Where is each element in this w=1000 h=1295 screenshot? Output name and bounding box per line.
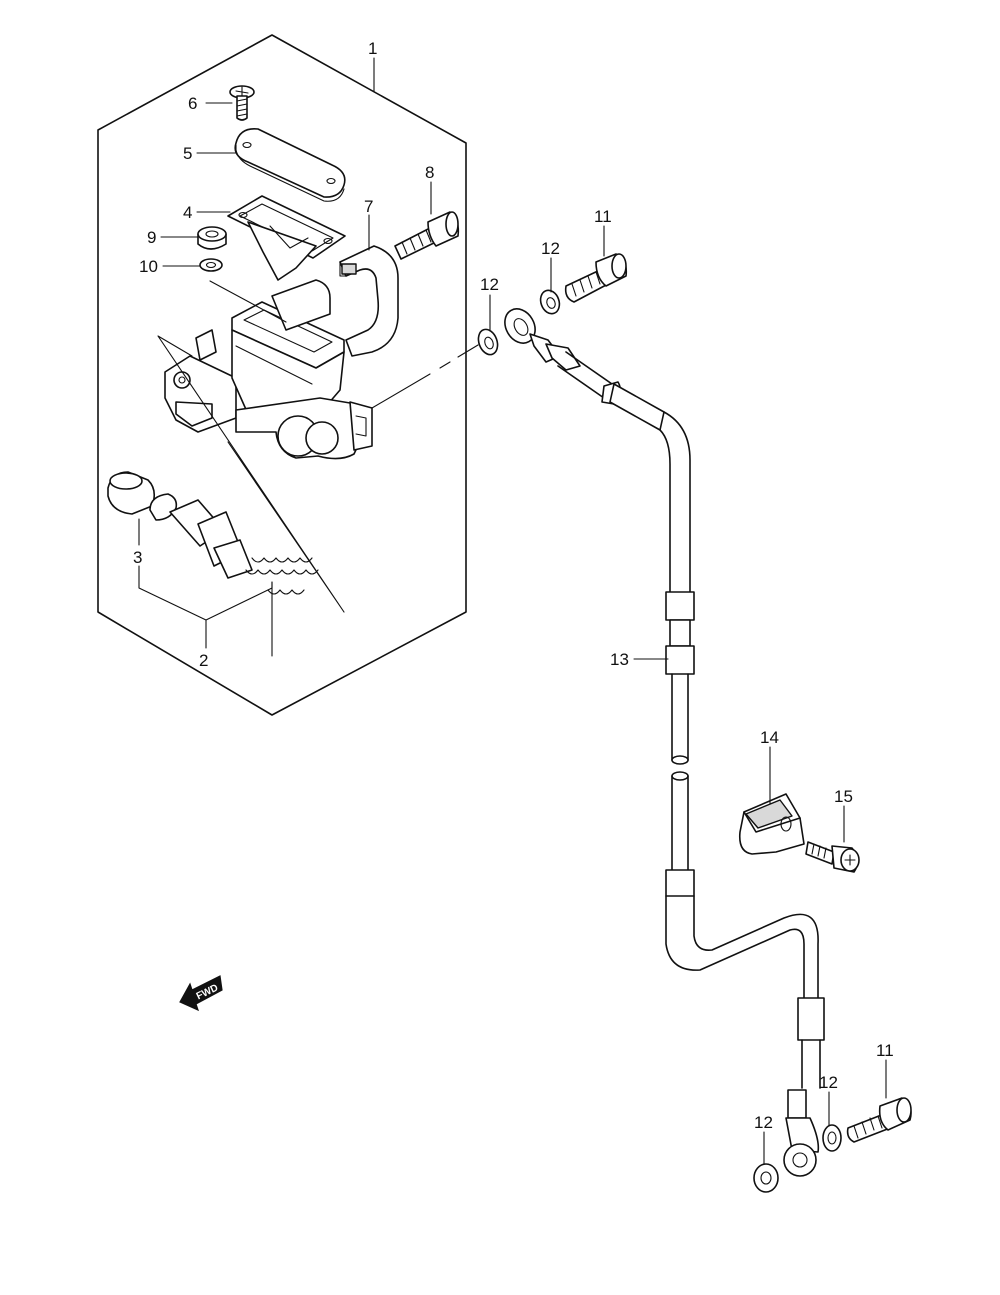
callout-5: 5 bbox=[183, 144, 192, 163]
leader-dash-1 bbox=[371, 344, 479, 409]
callout-12-upper-left: 12 bbox=[480, 275, 499, 294]
callout-11-upper: 11 bbox=[594, 207, 612, 226]
callout-8: 8 bbox=[425, 163, 434, 182]
callout-10: 10 bbox=[139, 257, 158, 276]
callout-14: 14 bbox=[760, 728, 779, 747]
washer-part-12-lower-left bbox=[753, 1163, 779, 1193]
washer-part-12-upper-right bbox=[539, 289, 561, 315]
leader-lines bbox=[138, 57, 887, 1165]
callout-6: 6 bbox=[188, 94, 197, 113]
callout-labels: 1 2 3 4 5 6 7 8 9 10 11 12 12 13 14 15 1… bbox=[133, 39, 894, 1132]
callout-12-upper-right: 12 bbox=[541, 239, 560, 258]
washer-part-12-upper-left bbox=[477, 328, 499, 356]
banjo-bolt-part-11-upper bbox=[564, 253, 628, 303]
callout-12-lower-right: 12 bbox=[819, 1073, 838, 1092]
callout-7: 7 bbox=[364, 197, 373, 216]
clamp-part-7 bbox=[339, 245, 399, 357]
callout-1: 1 bbox=[368, 39, 377, 58]
master-cylinder-body bbox=[164, 279, 373, 460]
leader-10-reservoir bbox=[209, 280, 287, 323]
callout-15: 15 bbox=[834, 787, 853, 806]
washer-part-10 bbox=[199, 258, 223, 272]
callout-13: 13 bbox=[610, 650, 629, 669]
assembly-outline bbox=[97, 34, 467, 716]
hose-clamp-part-14 bbox=[738, 793, 805, 855]
fwd-label: FWD bbox=[195, 982, 220, 1002]
reservoir-cap-part-5 bbox=[234, 127, 346, 202]
brake-hose-part-13 bbox=[504, 308, 825, 1177]
bolt-part-15 bbox=[805, 841, 860, 873]
washer-part-12-lower-right bbox=[822, 1124, 842, 1152]
callout-4: 4 bbox=[183, 203, 192, 222]
diaphragm-part-4 bbox=[227, 195, 346, 281]
leader-piston bbox=[157, 335, 345, 613]
grommet-part-9 bbox=[197, 226, 227, 250]
bolt-part-8 bbox=[394, 211, 460, 260]
callout-12-lower-left: 12 bbox=[754, 1113, 773, 1132]
callout-11-lower: 11 bbox=[876, 1041, 894, 1060]
callout-9: 9 bbox=[147, 228, 156, 247]
banjo-bolt-part-11-lower bbox=[846, 1097, 912, 1143]
callout-3: 3 bbox=[133, 548, 142, 567]
screw-part-6 bbox=[229, 85, 255, 121]
fwd-arrow-icon: FWD bbox=[179, 975, 223, 1012]
callout-2: 2 bbox=[199, 651, 208, 670]
piston-kit-part-2-3 bbox=[107, 471, 319, 595]
